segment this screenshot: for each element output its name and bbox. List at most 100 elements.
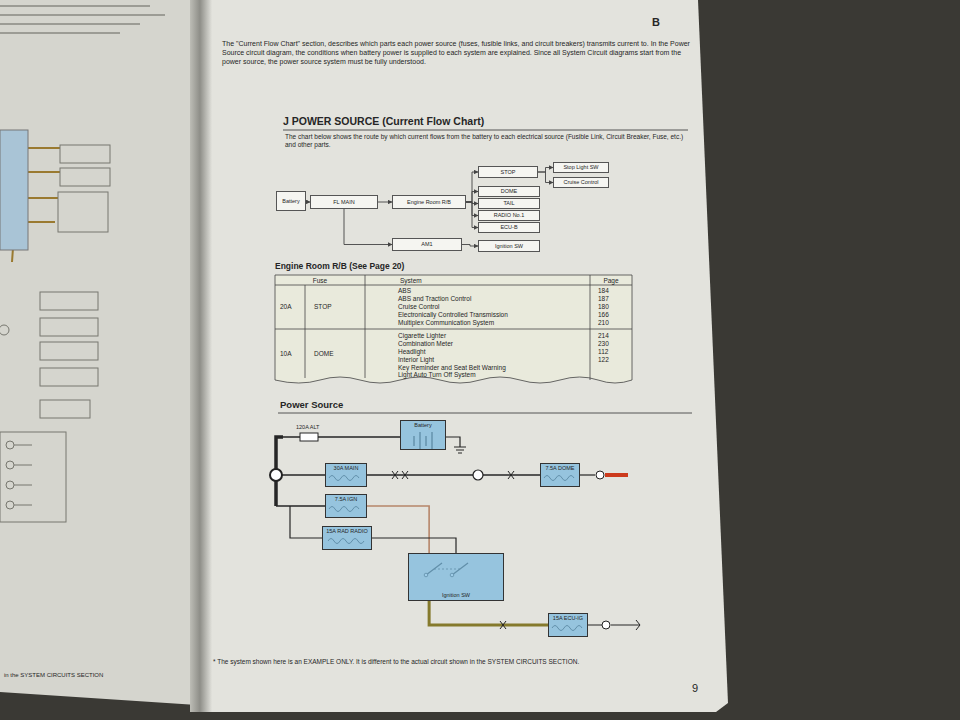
- flow-box: Ignition SW: [478, 240, 540, 252]
- node-text: Cruise Control: [563, 179, 598, 186]
- table-cell: Light Auto Turn Off System: [398, 371, 476, 379]
- connector-line: [367, 474, 540, 475]
- fuse-label: 120A ALT: [296, 424, 319, 431]
- flow-box: TAIL: [478, 198, 540, 209]
- table-cell: 180: [598, 303, 609, 311]
- connector-line: [538, 172, 553, 183]
- section-text: The chart below shows the route by which…: [285, 133, 685, 149]
- connector-line: [538, 168, 553, 173]
- table-header: Fuse: [275, 277, 365, 285]
- left-page-figure: [0, 5, 165, 522]
- node-text: ECU-B: [500, 224, 517, 231]
- flow-box: ECU-B: [478, 222, 540, 233]
- flow-box: STOP: [478, 166, 538, 178]
- table-cell: 122: [598, 356, 609, 364]
- intro-paragraph: The "Current Flow Chart" section, descri…: [222, 40, 690, 66]
- table-cell: Interior Light: [398, 356, 434, 364]
- node-text: 15A RAD RADIO: [326, 528, 368, 535]
- connector-line: [378, 202, 392, 203]
- node-text: AM1: [421, 241, 432, 248]
- table-cell: 210: [598, 319, 609, 327]
- table-cell: ABS and Traction Control: [398, 295, 471, 303]
- section-heading: Power Source: [280, 399, 343, 411]
- flow-box: FL MAIN: [310, 195, 378, 209]
- flow-box: Battery: [276, 191, 306, 211]
- connector-line: [429, 601, 548, 625]
- switch-box: Ignition SW: [408, 553, 504, 601]
- battery-box: Battery: [400, 420, 446, 450]
- power-source-wiring: [276, 432, 640, 631]
- table-cell: Headlight: [398, 348, 425, 356]
- node-text: FL MAIN: [333, 199, 355, 206]
- table-header: Page: [590, 277, 632, 285]
- node-text: TAIL: [503, 200, 514, 207]
- connector-line: [344, 209, 392, 245]
- flow-box: Cruise Control: [553, 177, 609, 188]
- connector-line: [466, 202, 478, 228]
- table-cell: Key Reminder and Seat Belt Warning: [398, 364, 506, 372]
- table-cell: Combination Meter: [398, 340, 453, 348]
- node-text: Ignition SW: [442, 592, 470, 599]
- fuse-box: 7.5A DOME: [540, 463, 580, 487]
- flow-box: Stop Light SW: [553, 162, 609, 173]
- node-text: 7.5A IGN: [335, 496, 357, 503]
- fuse-box: 30A MAIN: [325, 463, 367, 487]
- gutter-shadow: [190, 0, 212, 712]
- section-heading: J POWER SOURCE (Current Flow Chart): [283, 115, 484, 128]
- node-text: 30A MAIN: [334, 465, 359, 472]
- connector-line: [367, 506, 429, 553]
- node-text: 15A ECU-IG: [553, 615, 583, 622]
- connector-line: [372, 538, 456, 553]
- table-cell: 166: [598, 311, 609, 319]
- table-cell: STOP: [314, 303, 332, 311]
- table-cell: 214: [598, 332, 609, 340]
- flow-box: AM1: [392, 238, 462, 251]
- table-cell: Electronically Controlled Transmission: [398, 311, 508, 319]
- table-cell: ABS: [398, 287, 411, 295]
- flow-box: RADIO No.1: [478, 210, 540, 221]
- node-text: DOME: [501, 188, 518, 195]
- table-cell: 184: [598, 287, 609, 295]
- table-heading: Engine Room R/B (See Page 20): [275, 261, 404, 272]
- node-text: Engine Room R/B: [407, 199, 451, 206]
- left-page: [0, 0, 197, 705]
- footnote: * The system shown here is an EXAMPLE ON…: [213, 658, 579, 666]
- footer-text: in the SYSTEM CIRCUITS SECTION: [4, 672, 103, 680]
- connector-line: [466, 172, 478, 202]
- node-text: STOP: [501, 169, 516, 176]
- page-number: 9: [692, 682, 698, 696]
- flow-box: DOME: [478, 186, 540, 197]
- node-text: Stop Light SW: [563, 164, 598, 171]
- fuse-box: 15A ECU-IG: [548, 613, 588, 637]
- fuse-table-grid: [275, 275, 632, 383]
- fuse-box: 7.5A IGN: [325, 494, 367, 518]
- table-cell: 10A: [280, 350, 292, 358]
- connector-line: [466, 192, 478, 203]
- node-text: Ignition SW: [495, 243, 523, 250]
- connector-line: [462, 245, 478, 247]
- table-cell: DOME: [314, 350, 334, 358]
- section-letter: B: [652, 16, 660, 30]
- table-cell: 112: [598, 348, 608, 356]
- node-text: RADIO No.1: [494, 212, 525, 219]
- right-page: [203, 0, 728, 712]
- junction-dots: [270, 469, 610, 629]
- table-header: System: [400, 277, 422, 285]
- node-text: Battery: [414, 422, 431, 429]
- node-text: 7.5A DOME: [545, 465, 574, 472]
- table-cell: 230: [598, 340, 609, 348]
- table-cell: Multiplex Communication System: [398, 319, 494, 327]
- table-cell: 187: [598, 295, 609, 303]
- table-cell: 20A: [280, 303, 292, 311]
- table-cell: Cigarette Lighter: [398, 332, 446, 340]
- table-cell: Cruise Control: [398, 303, 440, 311]
- node-text: Battery: [282, 198, 299, 205]
- flow-box: Engine Room R/B: [392, 195, 466, 209]
- connector-cross: [392, 471, 514, 629]
- fuse-box: 15A RAD RADIO: [322, 526, 372, 550]
